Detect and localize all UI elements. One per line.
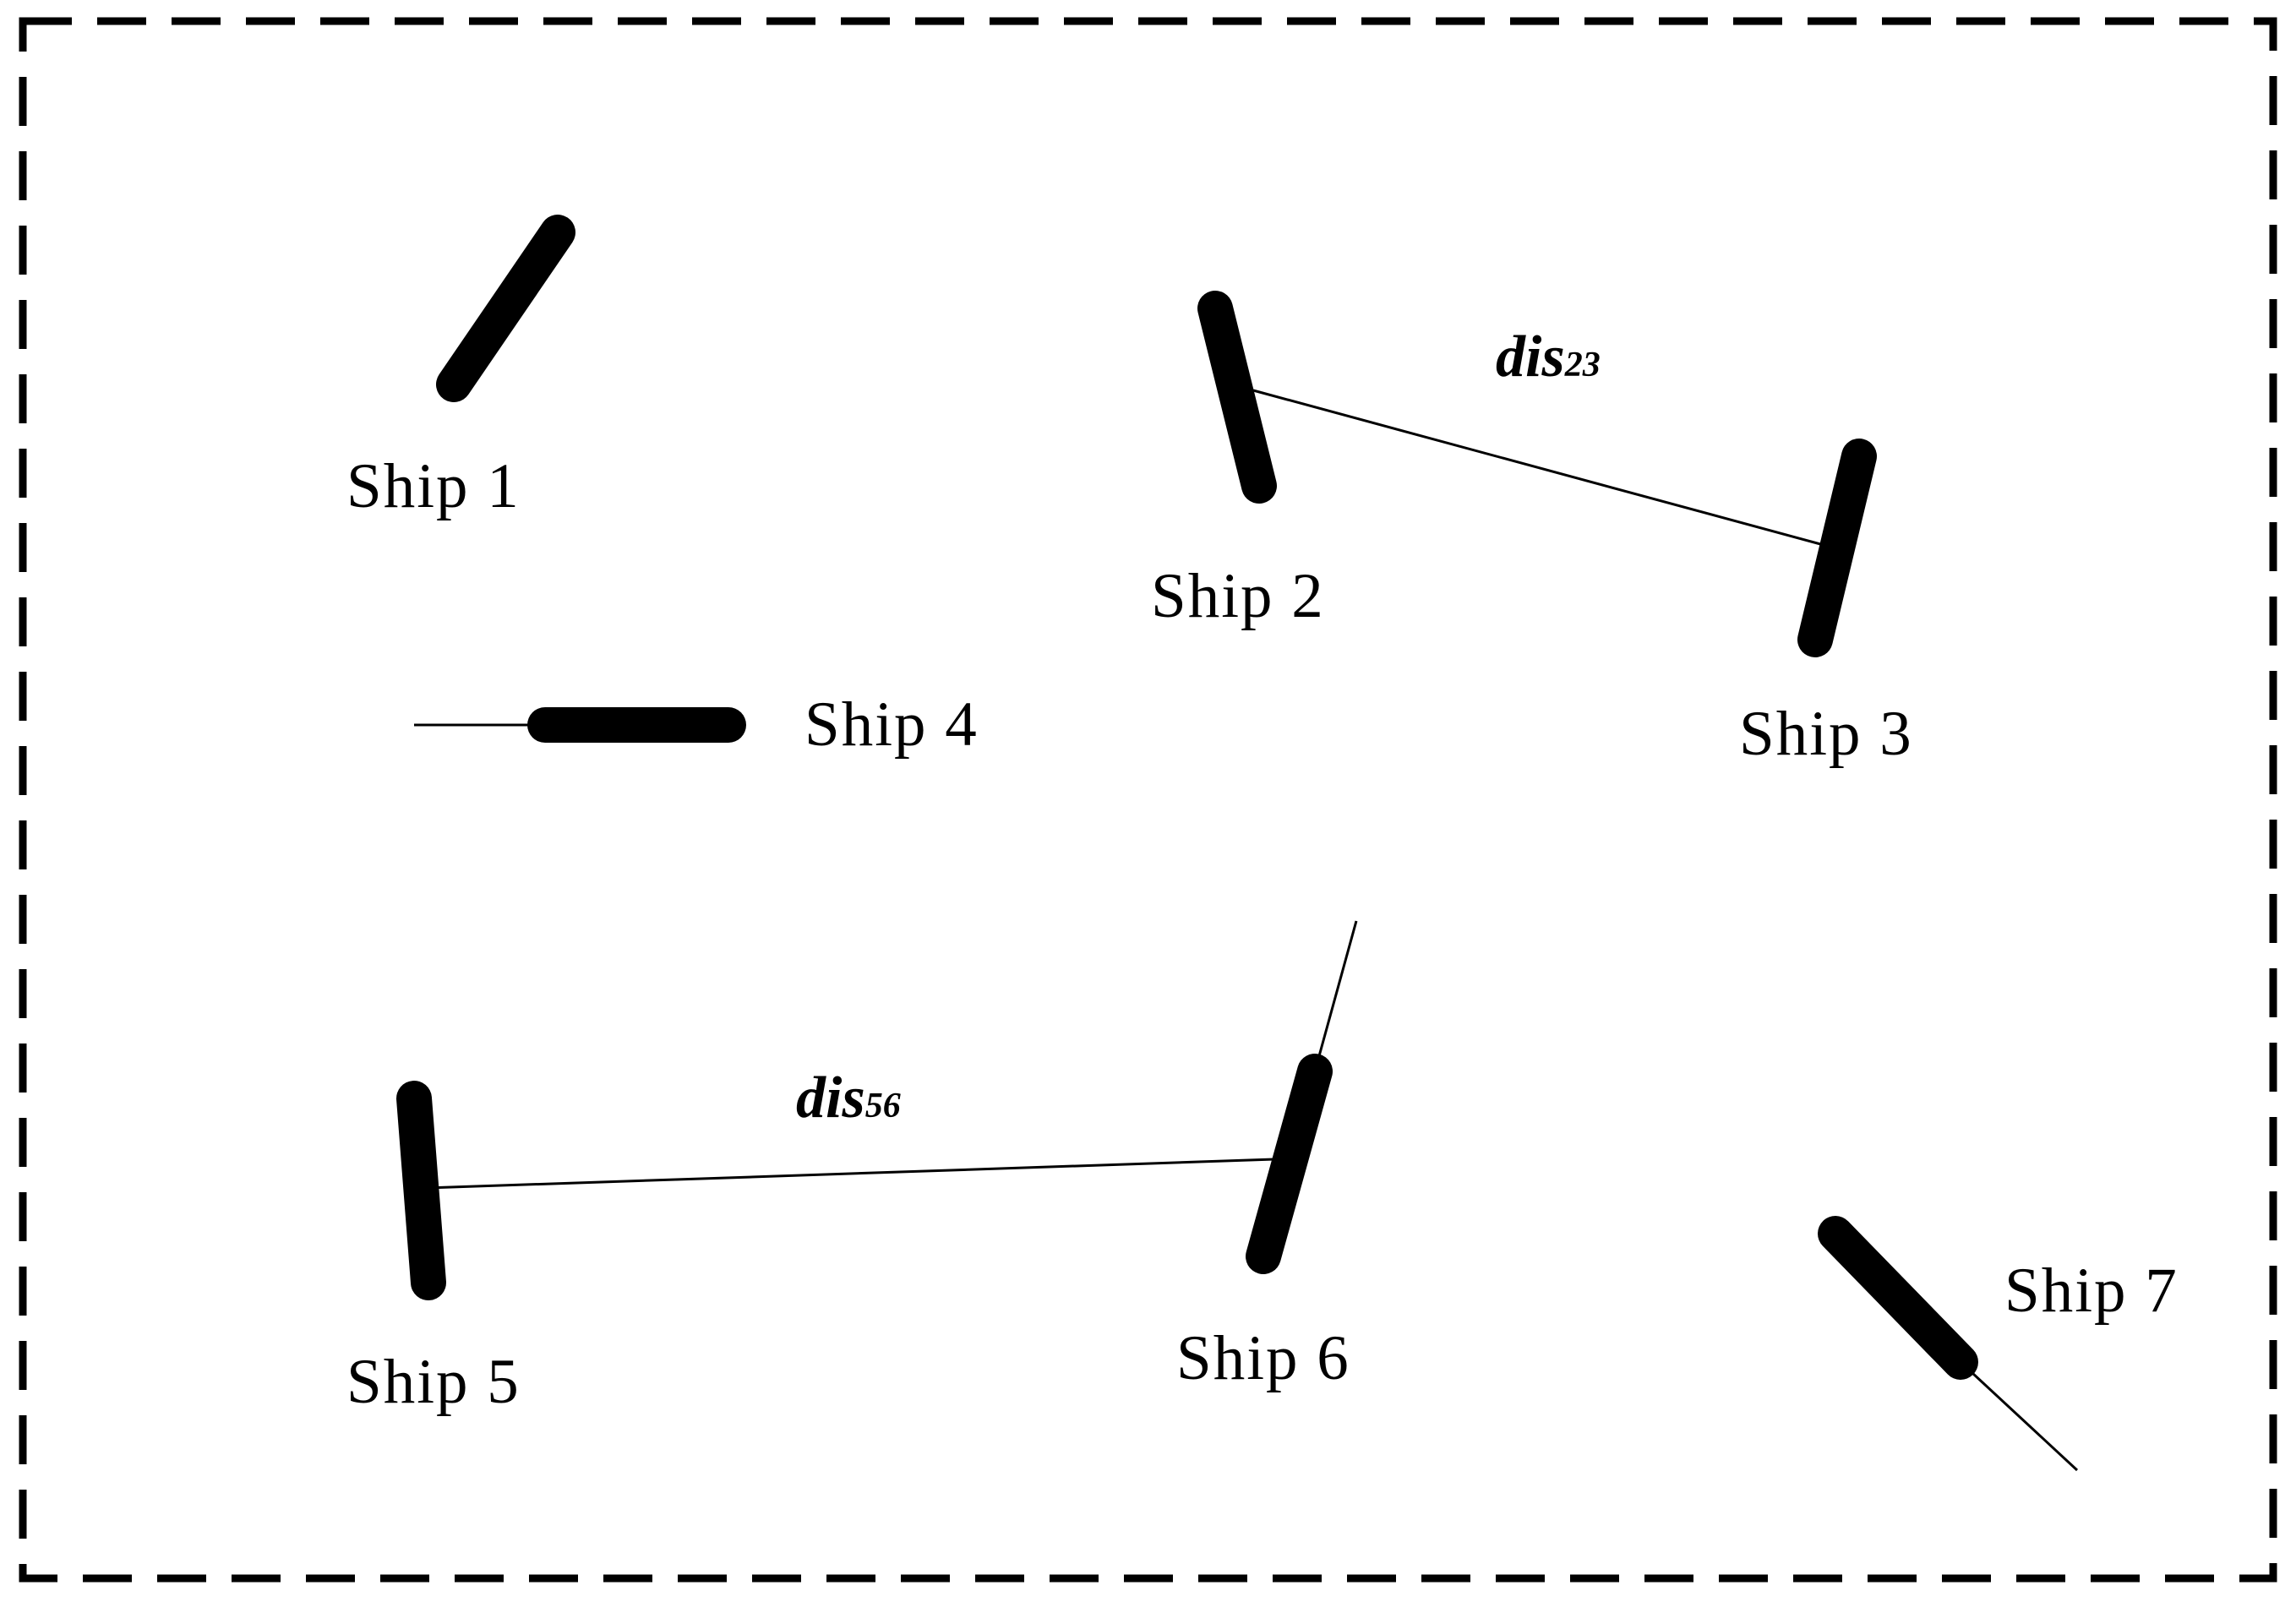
- distance-label-5-6: dis56: [796, 1065, 901, 1131]
- ship-1-label: Ship 1: [346, 451, 521, 521]
- distance-label-2-3: dis23: [1496, 324, 1601, 390]
- distance-label-2-3-main: dis: [1496, 324, 1565, 390]
- distance-line-5-6: [426, 1158, 1275, 1190]
- ship-5-label: Ship 5: [346, 1347, 521, 1417]
- region-boundary: [19, 17, 2277, 1583]
- ship-2-label: Ship 2: [1151, 561, 1325, 631]
- ship-1-hull: [436, 215, 575, 402]
- ship-4-label: Ship 4: [804, 689, 979, 760]
- distance-label-5-6-sub: 56: [865, 1087, 901, 1125]
- distance-line-2-3: [1252, 389, 1824, 547]
- ship-6-heading-line: [1313, 920, 1358, 1072]
- ship-6-label: Ship 6: [1176, 1323, 1350, 1393]
- ship-5: Ship 5: [346, 1081, 521, 1417]
- ship-3-label: Ship 3: [1739, 699, 1913, 769]
- ship-1: Ship 1: [346, 215, 575, 521]
- ship-6-hull: [1246, 1054, 1333, 1274]
- ship-3-hull: [1797, 439, 1877, 657]
- ship-7-hull: [1818, 1216, 1978, 1380]
- ship-2: Ship 2: [1151, 291, 1325, 631]
- distance-label-5-6-main: dis: [796, 1065, 865, 1131]
- ship-4: Ship 4: [414, 689, 979, 760]
- ship-7-label: Ship 7: [2004, 1256, 2179, 1326]
- ship-5-hull: [396, 1081, 446, 1300]
- ship-7: Ship 7: [1818, 1216, 2179, 1472]
- ship-7-heading-line: [1959, 1360, 2079, 1472]
- ship-6: Ship 6: [1176, 920, 1358, 1393]
- distance-label-2-3-sub: 23: [1564, 346, 1601, 384]
- ship-3: Ship 3: [1739, 439, 1913, 769]
- ship-2-hull: [1197, 291, 1277, 504]
